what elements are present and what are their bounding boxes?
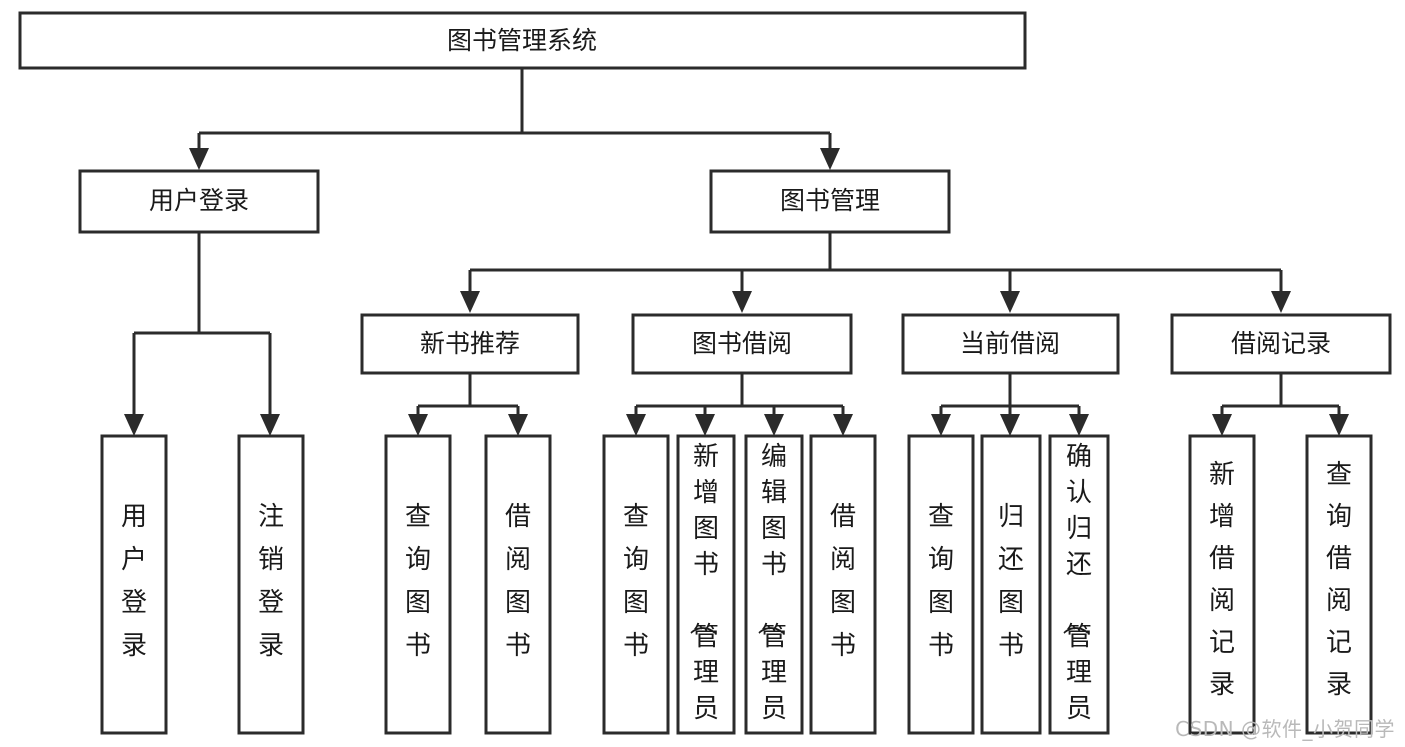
node-leaf-query-book-2-label: 查询图书 [623,502,649,661]
node-leaf-query-record-box[interactable] [1305,434,1373,735]
node-leaf-edit-book-label: 编辑图书（管理员） [754,442,787,747]
node-leaf-confirm-return-label: 确认归还（管理员） [1059,442,1092,747]
node-leaf-query-book-3-label: 查询图书 [928,502,954,661]
node-leaf-query-book-1[interactable]: 查询图书 [384,434,452,735]
node-leaf-logout-box[interactable] [237,434,305,735]
node-book-manage[interactable]: 图书管理 [709,169,951,234]
arrow-nb-leaf-1 [408,414,428,436]
arrow-cb-leaf-2 [1000,414,1020,436]
node-root-box[interactable] [18,11,1027,70]
node-user-login-label: 用户登录 [149,186,249,215]
node-leaf-query-book-1-label: 查询图书 [405,502,431,661]
node-leaf-query-book-3[interactable]: 查询图书 [907,434,975,735]
arrow-cb-leaf-3 [1069,414,1089,436]
node-leaf-logout-label: 注销登录 [258,502,284,661]
node-leaf-add-record[interactable]: 新增借阅记录 [1188,434,1256,735]
arrow-ul-leaf-2 [260,414,280,436]
arrow-bb-leaf-3 [764,414,784,436]
node-user-login-box[interactable] [78,169,320,234]
node-borrow-record-label: 借阅记录 [1231,329,1331,358]
node-leaf-query-record-label: 查询借阅记录 [1326,460,1352,700]
node-leaf-logout[interactable]: 注销登录 [237,434,305,735]
arrow-bb-leaf-1 [626,414,646,436]
node-leaf-borrow-book-1-label: 借阅图书 [505,502,531,661]
node-leaf-return-book-box[interactable] [980,434,1042,735]
node-leaf-confirm-return-box[interactable] [1048,434,1110,735]
arrow-bb-leaf-4 [833,414,853,436]
node-leaf-borrow-book-1-box[interactable] [484,434,552,735]
arrow-br-leaf-1 [1212,414,1232,436]
arrow-br-leaf-2 [1329,414,1349,436]
node-leaf-borrow-book-2[interactable]: 借阅图书 [809,434,877,735]
arrow-cb-leaf-1 [931,414,951,436]
arrow-nb-leaf-2 [508,414,528,436]
node-book-manage-box[interactable] [709,169,951,234]
node-leaf-edit-book[interactable]: 编辑图书（管理员） [744,434,804,747]
node-leaf-user-login-label: 用户登录 [121,502,147,661]
node-leaf-add-record-box[interactable] [1188,434,1256,735]
node-book-borrow[interactable]: 图书借阅 [631,313,853,375]
node-leaf-add-book-label: 新增图书（管理员） [686,442,719,747]
node-leaf-query-record[interactable]: 查询借阅记录 [1305,434,1373,735]
node-leaf-query-book-2-box[interactable] [602,434,670,735]
arrow-root-to-book-manage [820,148,840,170]
node-leaf-add-book-box[interactable] [676,434,736,735]
node-borrow-record-box[interactable] [1170,313,1392,375]
arrow-bm-to-currentborrow [1000,291,1020,313]
node-leaf-add-record-label: 新增借阅记录 [1209,460,1235,700]
arrow-ul-leaf-1 [124,414,144,436]
node-book-borrow-box[interactable] [631,313,853,375]
node-root-label: 图书管理系统 [447,26,597,55]
node-book-manage-label: 图书管理 [780,186,880,215]
node-current-borrow-label: 当前借阅 [960,329,1060,358]
arrow-bb-leaf-2 [695,414,715,436]
node-leaf-borrow-book-2-box[interactable] [809,434,877,735]
node-leaf-borrow-book-2-label: 借阅图书 [830,502,856,661]
arrow-bm-to-borrowrecord [1271,291,1291,313]
node-borrow-record[interactable]: 借阅记录 [1170,313,1392,375]
node-book-borrow-label: 图书借阅 [692,329,792,358]
node-new-book-rec[interactable]: 新书推荐 [360,313,580,375]
node-new-book-rec-label: 新书推荐 [420,329,520,358]
arrow-bm-to-bookborrow [732,291,752,313]
node-new-book-rec-box[interactable] [360,313,580,375]
node-leaf-query-book-1-box[interactable] [384,434,452,735]
node-leaf-query-book-3-box[interactable] [907,434,975,735]
node-current-borrow[interactable]: 当前借阅 [901,313,1120,375]
arrow-root-to-user-login [189,148,209,170]
node-leaf-user-login[interactable]: 用户登录 [100,434,168,735]
node-leaf-user-login-box[interactable] [100,434,168,735]
node-root[interactable]: 图书管理系统 [18,11,1027,70]
node-leaf-add-book[interactable]: 新增图书（管理员） [676,434,736,747]
node-leaf-return-book-label: 归还图书 [998,502,1024,661]
node-user-login[interactable]: 用户登录 [78,169,320,234]
node-leaf-confirm-return[interactable]: 确认归还（管理员） [1048,434,1110,747]
node-leaf-query-book-2[interactable]: 查询图书 [602,434,670,735]
arrow-bm-to-newbook [460,291,480,313]
node-leaf-borrow-book-1[interactable]: 借阅图书 [484,434,552,735]
node-leaf-return-book[interactable]: 归还图书 [980,434,1042,735]
node-leaf-edit-book-box[interactable] [744,434,804,735]
connector-layer [124,68,1349,436]
node-current-borrow-box[interactable] [901,313,1120,375]
